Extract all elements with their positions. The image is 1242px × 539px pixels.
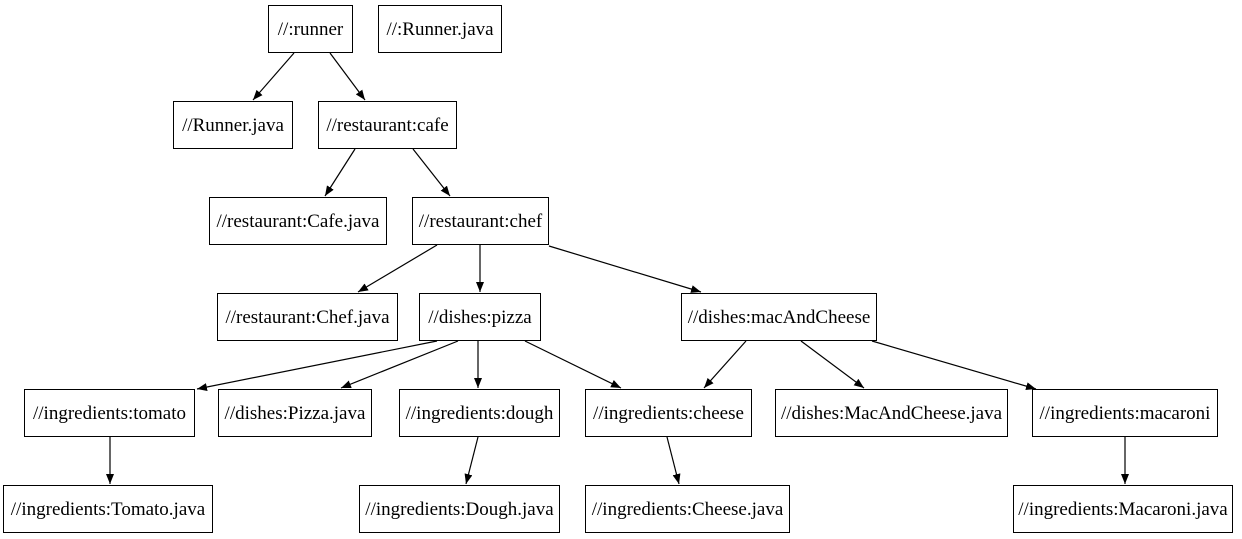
node-label: //restaurant:Cafe.java — [216, 210, 380, 232]
node-label: //dishes:macAndCheese — [687, 306, 871, 328]
edge-ingredients-cheese-to-ingredients-cheese-java — [666, 436, 681, 485]
edge-restaurant-cafe-to-restaurant-chef — [412, 148, 451, 197]
edge-runner-to-runner-java — [252, 52, 295, 101]
node-dishes-macandcheese: //dishes:macAndCheese — [681, 293, 877, 341]
node-label: //ingredients:Dough.java — [365, 498, 554, 520]
node-label: //ingredients:Cheese.java — [591, 498, 784, 520]
node-label: //:runner — [277, 18, 344, 40]
node-restaurant-chef-java: //restaurant:Chef.java — [217, 293, 398, 341]
node-label: //restaurant:Chef.java — [225, 306, 390, 328]
edge-restaurant-chef-to-dishes-macandcheese — [548, 245, 702, 293]
edge-dishes-macandcheese-to-ingredients-macaroni — [871, 340, 1037, 391]
node-runner-java-src: //:Runner.java — [378, 5, 502, 53]
node-ingredients-dough-java: //ingredients:Dough.java — [359, 485, 560, 533]
node-restaurant-cafe-java: //restaurant:Cafe.java — [209, 197, 387, 245]
node-label: //:Runner.java — [386, 18, 494, 40]
edge-dishes-macandcheese-to-ingredients-cheese — [703, 340, 747, 389]
node-label: //dishes:MacAndCheese.java — [780, 402, 1003, 424]
node-label: //ingredients:cheese — [593, 402, 744, 424]
edge-ingredients-dough-to-ingredients-dough-java — [464, 436, 479, 485]
edge-dishes-pizza-to-ingredients-tomato — [196, 340, 438, 391]
node-label: //ingredients:tomato — [32, 402, 187, 424]
node-dishes-pizza: //dishes:pizza — [419, 293, 541, 341]
edge-restaurant-cafe-to-restaurant-cafe-java — [324, 148, 356, 197]
node-label: //ingredients:dough — [405, 402, 554, 424]
node-label: //dishes:pizza — [428, 306, 532, 328]
node-label: //Runner.java — [182, 114, 284, 136]
node-label: //ingredients:Tomato.java — [10, 498, 206, 520]
node-label: //restaurant:cafe — [326, 114, 449, 136]
node-dishes-pizza-java: //dishes:Pizza.java — [218, 389, 372, 437]
node-restaurant-cafe: //restaurant:cafe — [318, 101, 457, 149]
node-ingredients-tomato-java: //ingredients:Tomato.java — [3, 485, 213, 533]
node-ingredients-tomato: //ingredients:tomato — [24, 389, 195, 437]
node-runner-java: //Runner.java — [173, 101, 293, 149]
edge-dishes-pizza-to-ingredients-cheese — [524, 340, 622, 389]
node-label: //ingredients:Macaroni.java — [1018, 498, 1228, 520]
node-label: //restaurant:chef — [418, 210, 543, 232]
edge-dishes-macandcheese-to-dishes-macandcheese-java — [800, 340, 865, 389]
node-ingredients-macaroni-java: //ingredients:Macaroni.java — [1013, 485, 1233, 533]
node-restaurant-chef: //restaurant:chef — [412, 197, 549, 245]
node-ingredients-cheese-java: //ingredients:Cheese.java — [585, 485, 790, 533]
edge-runner-to-restaurant-cafe — [329, 52, 366, 101]
node-ingredients-dough: //ingredients:dough — [399, 389, 560, 437]
edge-dishes-pizza-to-dishes-pizza-java — [340, 340, 459, 389]
edge-restaurant-chef-to-restaurant-chef-java — [357, 244, 438, 293]
node-dishes-macandcheese-java: //dishes:MacAndCheese.java — [775, 389, 1008, 437]
node-runner: //:runner — [268, 5, 353, 53]
node-label: //dishes:Pizza.java — [224, 402, 366, 424]
node-label: //ingredients:macaroni — [1039, 402, 1211, 424]
node-ingredients-macaroni: //ingredients:macaroni — [1032, 389, 1218, 437]
node-ingredients-cheese: //ingredients:cheese — [585, 389, 752, 437]
